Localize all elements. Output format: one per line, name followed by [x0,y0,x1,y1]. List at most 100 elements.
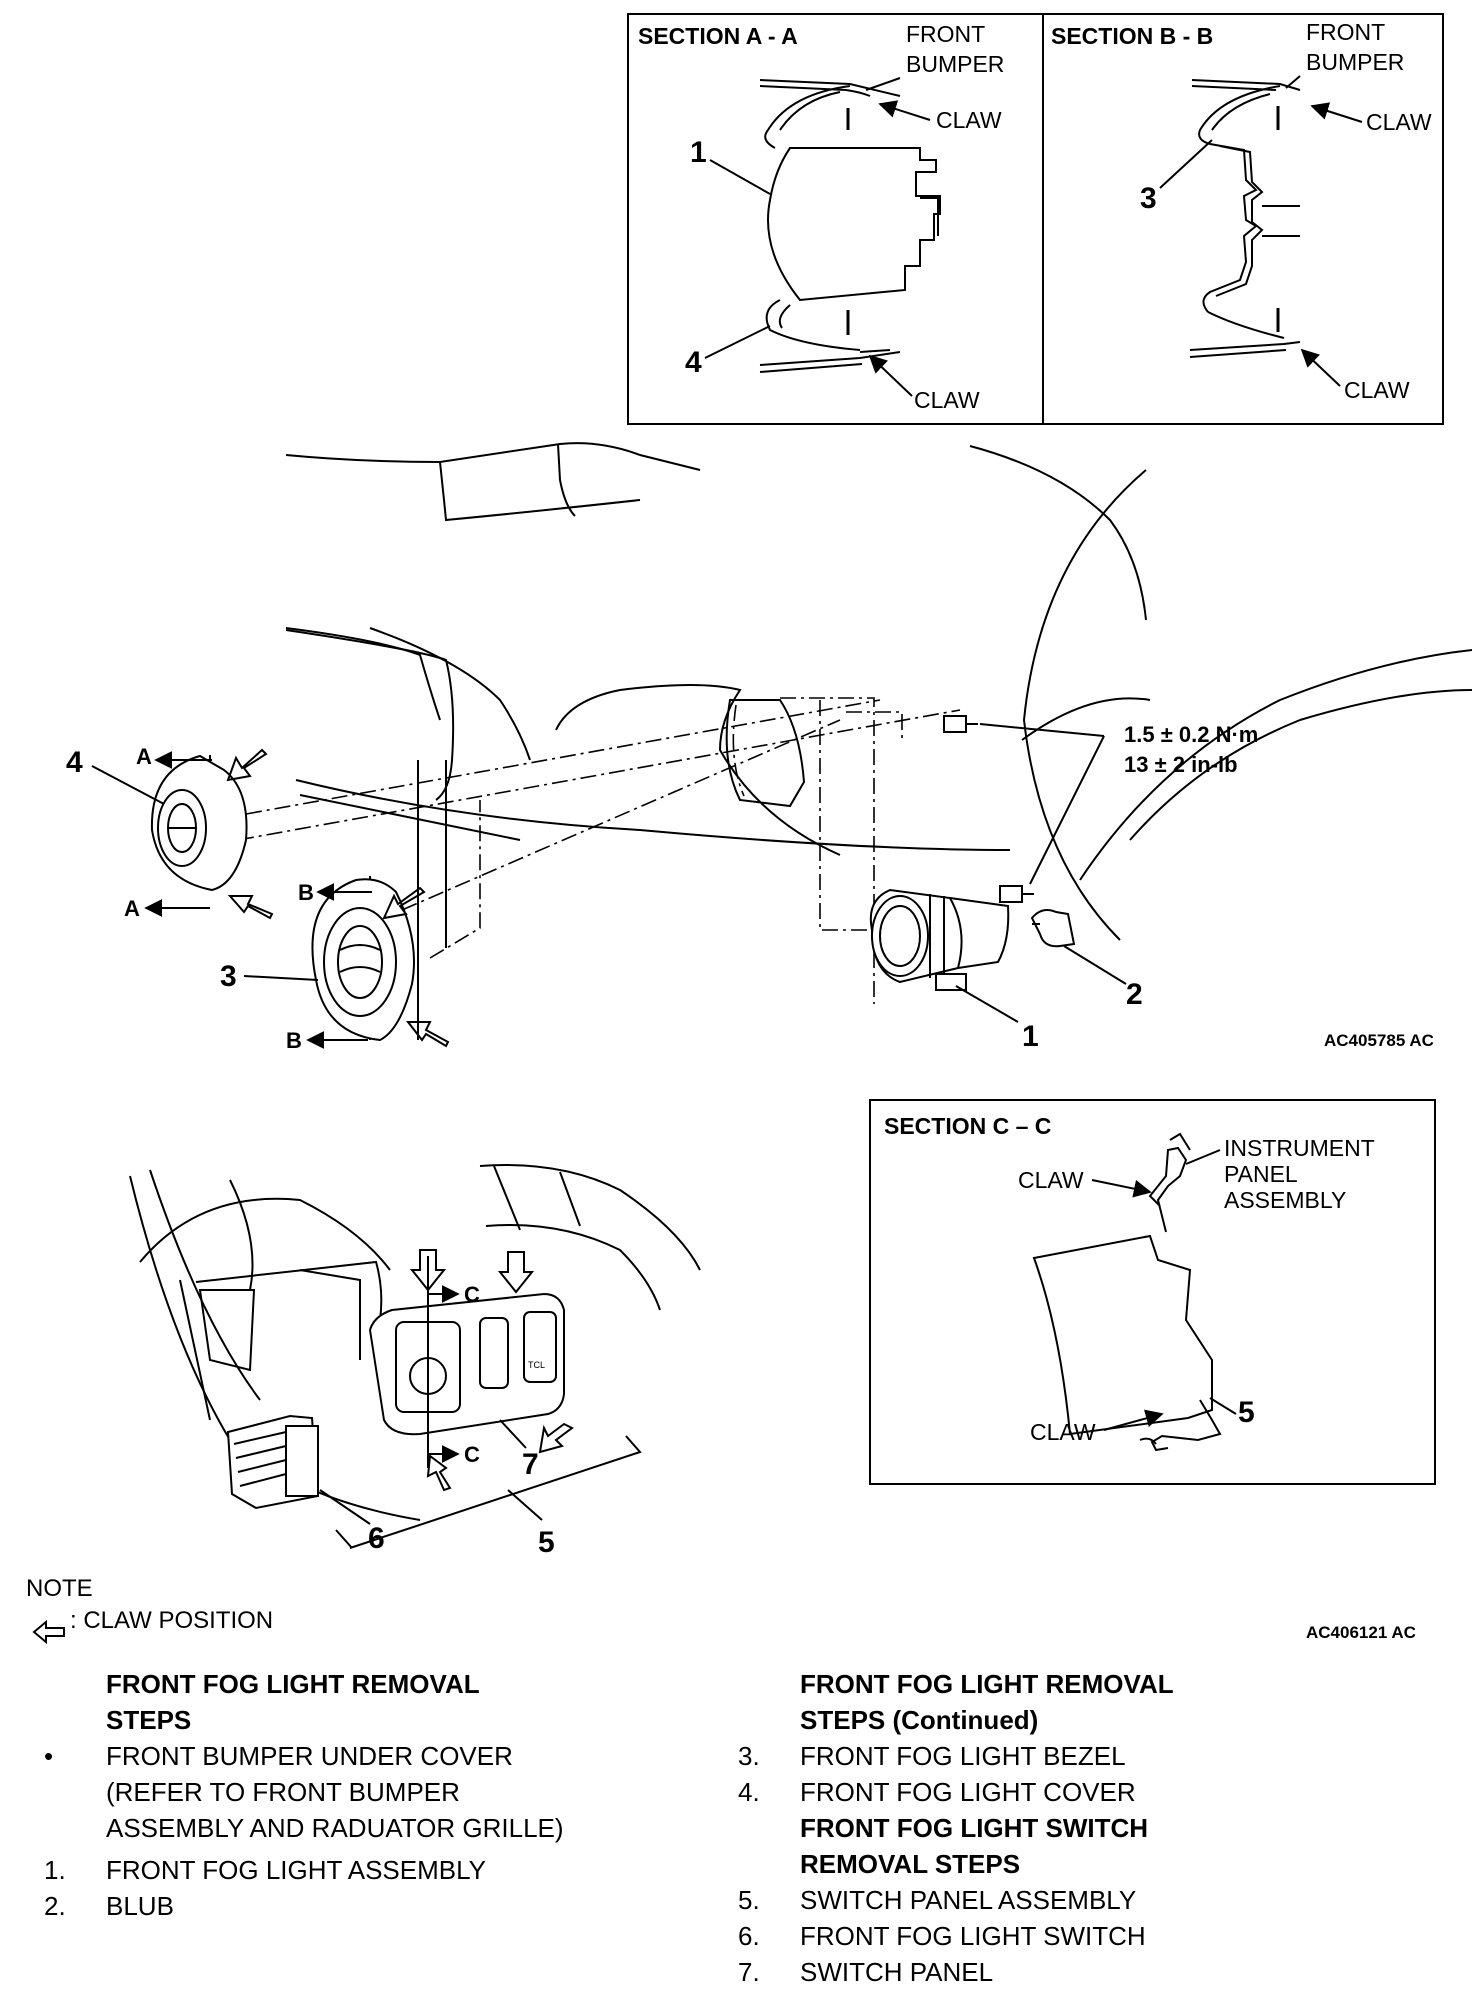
torque-spec-inlb: 13 ± 2 in-lb [1124,752,1238,777]
bolt-upper [943,715,978,733]
section-bb-num-3-leader [1159,139,1213,189]
section-bb-claw-top-label: CLAW [1366,109,1432,135]
section-cc-instrument-label-2: PANEL [1224,1161,1298,1187]
section-bb-title: SECTION B - B [1051,23,1213,49]
main-num-3: 3 [220,960,237,993]
claw-position-arrow [382,886,426,920]
torque-spec-nm: 1.5 ± 0.2 N·m [1124,722,1258,747]
step-text: FRONT FOG LIGHT SWITCH [800,1921,1146,1951]
fog-light-assembly [869,888,1010,991]
torque-leader-1 [979,723,1105,737]
section-bb-num-3: 3 [1140,182,1157,215]
num-2-leader [1063,945,1127,985]
section-aa-claw-top-label: CLAW [936,107,1002,133]
steps-right-heading-2: STEPS (Continued) [800,1705,1039,1735]
section-bb-front-bumper-label-2: BUMPER [1306,49,1404,75]
section-cc-instrument-label-1: INSTRUMENT [1224,1135,1375,1161]
note-block: NOTE : CLAW POSITION [26,1573,273,1637]
section-cc-claw-top-label: CLAW [1018,1167,1084,1193]
section-bb-front-bumper-label-1: FRONT [1306,19,1385,45]
fog-light-switch [226,1414,320,1510]
tcl-switch-label: TCL [528,1360,545,1370]
section-bb-drawing [1189,79,1301,358]
claw-position-arrow [227,895,274,920]
section-bb-claw-bottom-arrow [1300,348,1341,387]
section-ab-box: SECTION A - A FRONT BUMPER CLAW CLAW 1 4 [627,13,1444,425]
section-cc-claw-top-arrow [1091,1179,1152,1198]
section-aa-num-4-leader [704,325,771,359]
main-figure-code: AC405785 AC [1324,1031,1434,1050]
step-number: 7. [738,1957,760,1987]
section-aa-num-4: 4 [685,346,702,379]
step-number: 1. [44,1855,66,1885]
steps-right-heading-4: REMOVAL STEPS [800,1849,1021,1879]
section-b-label-top: B [298,880,314,905]
switch-num-5: 5 [538,1526,555,1559]
bumper-lamp-opening [725,699,806,808]
prep-line-2: (REFER TO FRONT BUMPER [106,1777,460,1807]
step-number: 3. [738,1741,760,1771]
section-c-label-bottom: C [464,1442,480,1467]
fog-light-bezel [311,878,415,1042]
section-c-label-top: C [464,1282,480,1307]
step-text: FRONT FOG LIGHT ASSEMBLY [106,1855,486,1885]
num-1-leader [955,985,1019,1023]
step-number: 6. [738,1921,760,1951]
prep-line-1: FRONT BUMPER UNDER COVER [106,1741,513,1771]
step-text: BLUB [106,1891,174,1921]
steps-right-heading-3: FRONT FOG LIGHT SWITCH [800,1813,1149,1843]
step-text: FRONT FOG LIGHT COVER [800,1777,1136,1807]
section-b-label-bottom: B [286,1028,302,1053]
num-3-leader [243,975,319,981]
section-cc-switch-body [1032,1234,1213,1436]
section-cc-claw-bottom-label: CLAW [1030,1419,1096,1445]
note-text: : CLAW POSITION [70,1607,274,1634]
step-number: 4. [738,1777,760,1807]
section-bb-claw-top-arrow [1310,102,1363,123]
section-aa-front-bumper-label-1: FRONT [906,21,985,47]
section-aa-drawing [759,79,941,373]
switch-figure-code: AC406121 AC [1306,1623,1416,1642]
claw-position-arrow [409,1249,447,1292]
tcl-switch [523,1311,557,1383]
steps-left-heading-2: STEPS [106,1705,192,1735]
prep-line-3: ASSEMBLY AND RADUATOR GRILLE) [106,1813,564,1843]
torque-leader-2 [1029,735,1105,885]
blank-switch [479,1317,509,1389]
switch-panel-view: TCL 6 7 5 C C [129,1164,701,1559]
section-aa-claw-top-arrow [878,100,931,121]
section-cc-num-5: 5 [1238,1396,1255,1429]
section-cc-instrument-label-3: ASSEMBLY [1224,1187,1346,1213]
removal-steps-left: FRONT FOG LIGHT REMOVAL STEPS • FRONT BU… [44,1666,564,1924]
section-aa-title: SECTION A - A [638,23,798,49]
section-bb-claw-bottom-label: CLAW [1344,377,1410,403]
step-number: 2. [44,1891,66,1921]
prep-bullet: • [44,1741,54,1771]
section-aa-num-1: 1 [690,136,707,169]
step-text: SWITCH PANEL ASSEMBLY [800,1885,1137,1915]
section-aa-num-1-leader [709,159,771,195]
note-title: NOTE [26,1575,93,1602]
section-aa-bumper-leader [865,77,901,91]
switch-num-7: 7 [522,1448,539,1481]
step-text: SWITCH PANEL [800,1957,994,1987]
section-aa-front-bumper-label-2: BUMPER [906,51,1004,77]
claw-position-arrow [538,1422,574,1454]
section-cc-box: SECTION C – C CLAW INSTRUMENT PANEL ASSE… [869,1099,1436,1485]
steps-right-heading-1: FRONT FOG LIGHT REMOVAL [800,1669,1174,1699]
steps-left-heading-1: FRONT FOG LIGHT REMOVAL [106,1669,480,1699]
claw-position-icon [32,1619,65,1645]
claw-position-arrow [426,1454,452,1492]
section-aa-claw-bottom-label: CLAW [914,387,980,413]
section-aa-claw-bottom-arrow [868,354,913,397]
claw-position-arrow [497,1251,535,1294]
section-cc-title: SECTION C – C [884,1113,1051,1139]
fog-light-cover [150,754,248,892]
main-num-1: 1 [1022,1020,1039,1053]
section-a-label-top: A [136,744,152,769]
main-num-4: 4 [66,746,83,779]
step-number: 5. [738,1885,760,1915]
section-a-label-bottom: A [124,896,140,921]
removal-steps-right: FRONT FOG LIGHT REMOVAL STEPS (Continued… [738,1666,1174,1990]
